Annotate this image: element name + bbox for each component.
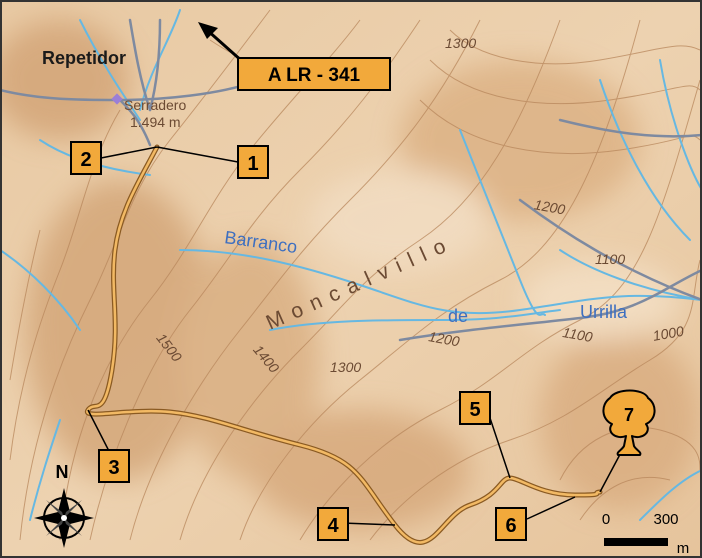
rivers	[0, 9, 702, 521]
waypoint-1-label: 1	[247, 153, 258, 175]
scale-zero: 0	[602, 511, 610, 528]
waypoint-2-label: 2	[80, 149, 91, 171]
waypoint-1[interactable]: 1	[237, 145, 269, 179]
waypoint-3-label: 3	[108, 457, 119, 479]
contour-label-1100-right: 1100	[595, 251, 625, 267]
waypoint-6[interactable]: 6	[495, 507, 527, 541]
waypoint-4-label: 4	[327, 515, 339, 537]
waypoint-7-label: 7	[624, 405, 634, 425]
road-sign-badge[interactable]: A LR - 341	[237, 57, 391, 91]
north-label: N	[56, 462, 69, 482]
compass-rose: N	[34, 462, 94, 548]
waypoint-2[interactable]: 2	[70, 141, 102, 175]
river-barranco-de-urrilla	[179, 249, 702, 315]
scale-unit: m	[677, 540, 690, 557]
waypoint-3[interactable]: 3	[98, 449, 130, 483]
waypoint-5-label: 5	[469, 399, 480, 421]
waypoint-7[interactable]: 7	[602, 389, 656, 456]
waypoint-4[interactable]: 4	[317, 507, 349, 541]
contour-label-1200-top: 1200	[533, 196, 567, 217]
road-sign-text: A LR - 341	[268, 65, 361, 86]
contour-label-1300-mid: 1300	[330, 359, 361, 375]
scale-max: 300	[653, 511, 678, 528]
contour-label-1300-top: 1300	[445, 35, 476, 51]
label-peak-elevation: 1.494 m	[130, 114, 181, 130]
label-repetidor: Repetidor	[42, 48, 126, 68]
leader-lines	[87, 146, 626, 526]
road-sign-arrow	[198, 22, 244, 64]
contour-label-1200-mid: 1200	[427, 328, 461, 349]
scale-bar: 0 300 m	[602, 511, 689, 557]
tree-icon	[602, 389, 656, 456]
contour-label-1000: 1000	[652, 323, 686, 344]
label-de: de	[448, 306, 468, 326]
road-to-summit	[118, 98, 152, 147]
waypoint-6-label: 6	[505, 515, 516, 537]
label-serradero: Serradero	[124, 97, 186, 113]
waypoint-5[interactable]: 5	[459, 391, 491, 425]
contour-label-1100-mid: 1100	[561, 324, 594, 345]
label-urrilla: Urrilla	[580, 302, 628, 322]
